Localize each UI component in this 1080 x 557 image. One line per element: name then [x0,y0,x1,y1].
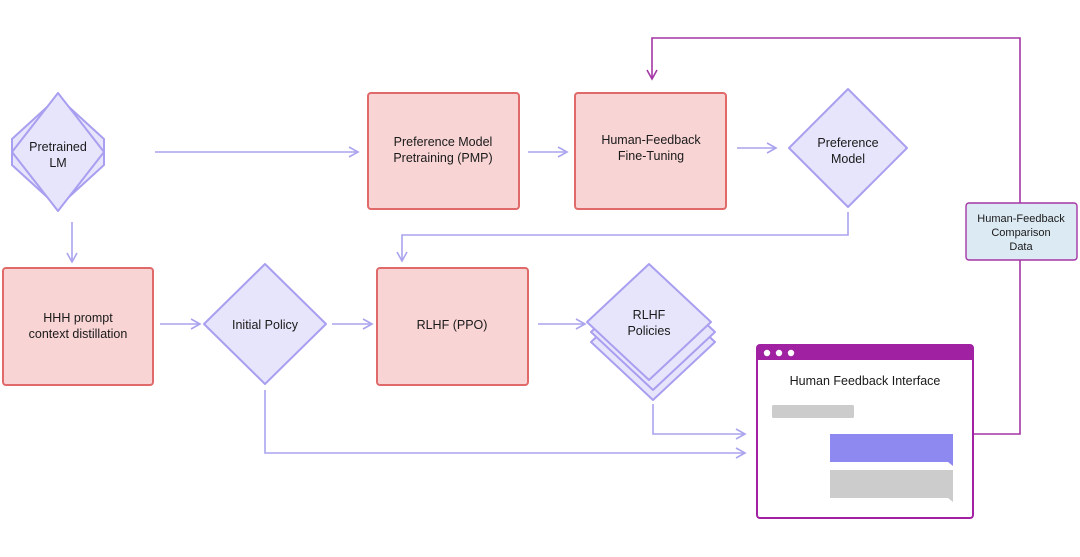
pmp-label-1: Preference Model [394,135,493,149]
initial-policy-label: Initial Policy [232,318,299,332]
hf-finetuning-label-1: Human-Feedback [601,133,701,147]
human-feedback-interface-window: Human Feedback Interface [756,344,974,519]
interface-title: Human Feedback Interface [790,374,941,388]
preference-model-label-2: Model [831,152,865,166]
chat-bubble-purple [830,434,953,466]
comparison-data-label-3: Data [1009,241,1033,253]
chat-bubble-gray-short [772,405,854,418]
svg-text:RLHF (PPO): RLHF (PPO) [417,318,488,332]
node-rlhf-ppo: RLHF (PPO) [376,267,529,386]
rlhf-policies-label-2: Policies [627,324,670,338]
rlhf-ppo-label: RLHF (PPO) [417,318,488,332]
svg-text:Initial Policy: Initial Policy [232,318,299,332]
node-rlhf-policies: RLHF Policies [586,263,716,401]
arrow-preference-model-to-rlhf [396,212,849,263]
hf-finetuning-label-2: Fine-Tuning [618,149,684,163]
window-dot-icon [787,349,795,357]
pretrained-lm-label-1: Pretrained [29,140,87,154]
connectors [66,142,849,459]
window-dot-icon [763,349,771,357]
node-hhh-distillation: HHH prompt context distillation [2,267,154,386]
pretrained-lm-label-2: LM [49,156,66,170]
comparison-data-label-1: Human-Feedback [977,213,1065,225]
arrow-policies-to-interface [652,404,747,440]
hhh-label-2: context distillation [29,327,128,341]
hhh-label-1: HHH prompt [43,311,113,325]
comparison-data-label-2: Comparison [991,227,1050,239]
preference-model-label-1: Preference [817,136,878,150]
feedback-loop-line [646,37,1021,435]
rlhf-policies-label-1: RLHF [633,308,666,322]
pmp-label-2: Pretraining (PMP) [393,151,492,165]
window-dot-icon [775,349,783,357]
chat-bubble-gray-long [830,470,953,502]
node-initial-policy: Initial Policy [203,263,327,385]
arrow-initial-policy-to-interface [264,390,747,459]
